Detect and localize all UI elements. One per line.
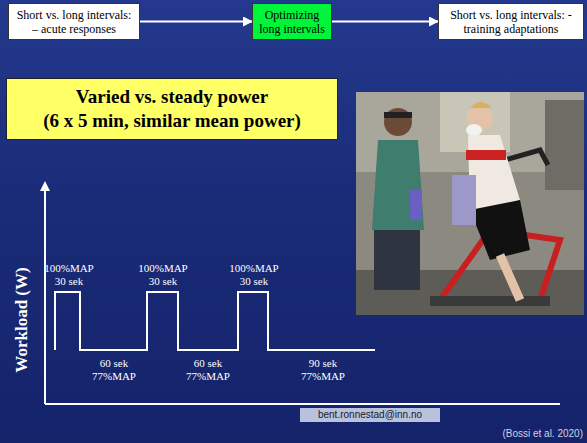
nav-box: Short vs. long intervals: – acute respon… (8, 3, 140, 40)
interval-label: 100%MAP 30 sek (225, 262, 283, 288)
box-text: Optimizing long intervals (257, 8, 327, 36)
nav-arrow (332, 21, 438, 23)
box-text: Varied vs. steady power (13, 85, 331, 109)
reference: (Bossi et al. 2020) (470, 427, 583, 440)
axis-label: Workload (W) (12, 260, 32, 380)
nav-box-current: Optimizing long intervals (252, 3, 332, 40)
power-profile (55, 292, 375, 350)
nav-arrow (140, 21, 252, 23)
interval-label: 100%MAP 30 sek (134, 262, 192, 288)
box-text: Short vs. long intervals: -training adap… (443, 8, 579, 36)
interval-label: 100%MAP 30 sek (40, 262, 98, 288)
interval-label: 60 sek 77%MAP (85, 357, 143, 383)
nav-box: Short vs. long intervals: -training adap… (438, 3, 584, 40)
lab-photo (356, 92, 584, 315)
heading-box: Varied vs. steady power(6 x 5 min, simil… (6, 78, 338, 140)
interval-label: 90 sek 77%MAP (294, 357, 352, 383)
interval-label: 60 sek 77%MAP (179, 357, 237, 383)
box-text: (6 x 5 min, similar mean power) (13, 109, 331, 133)
x-axis (45, 403, 560, 405)
box-text: Short vs. long intervals: – acute respon… (13, 8, 135, 36)
footer-email: bent.ronnestad@inn.no (300, 408, 440, 422)
y-axis (44, 186, 46, 404)
